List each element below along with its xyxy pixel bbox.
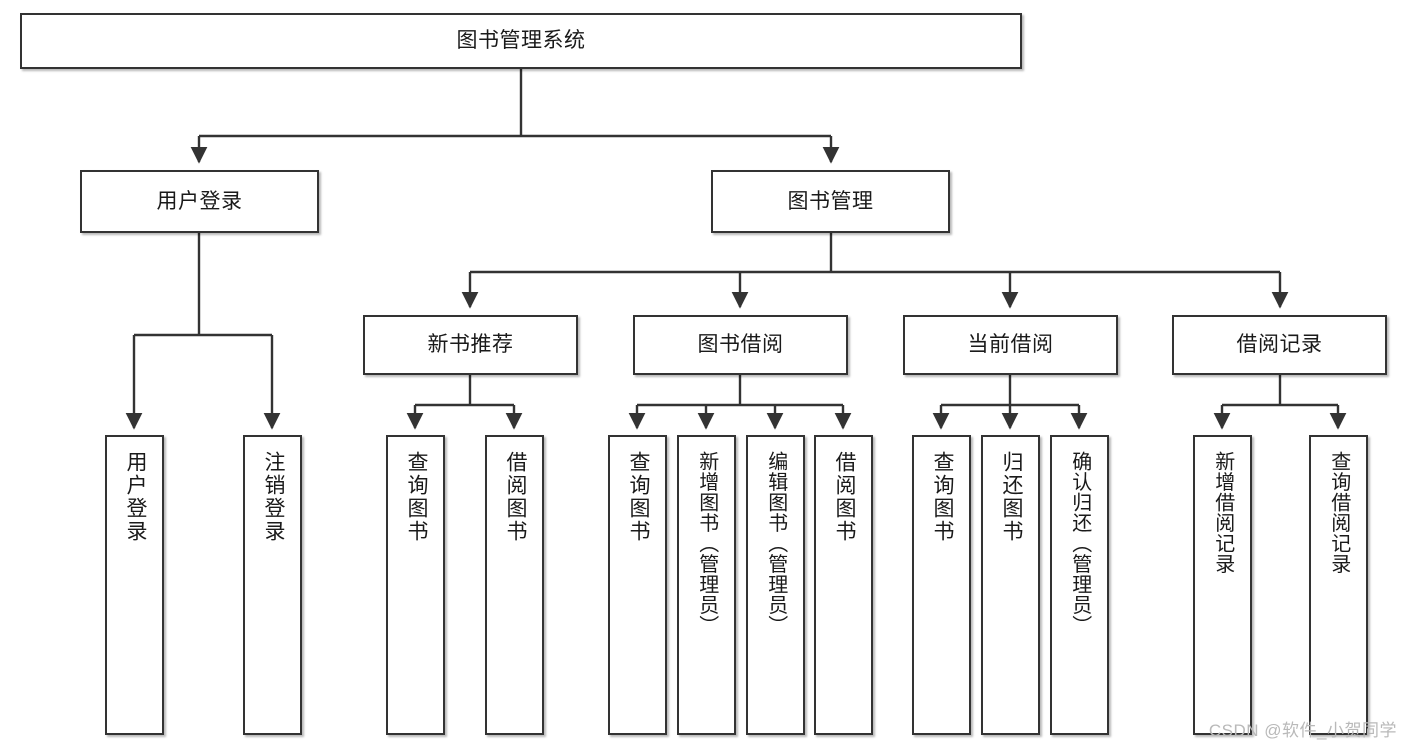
leaf-current-borrow-confirm-return[interactable]: 确认归还（管理员） [1050,435,1109,735]
csdn-watermark: CSDN @软件_小贺同学 [1208,721,1397,740]
node-label: 借阅记录 [1236,333,1323,357]
node-label: 图书管理系统 [456,29,586,53]
leaf-borrow-record-add[interactable]: 新增借阅记录 [1193,435,1252,735]
node-label: 查询图书 [626,451,650,543]
node-borrow-record[interactable]: 借阅记录 [1172,315,1387,375]
node-user-login[interactable]: 用户登录 [80,170,319,233]
node-label: 借阅图书 [832,451,856,543]
node-label: 图书管理 [787,189,874,213]
node-label: 新增图书（管理员） [695,451,718,636]
leaf-book-borrow-edit[interactable]: 编辑图书（管理员） [746,435,805,735]
node-current-borrow[interactable]: 当前借阅 [903,315,1118,375]
node-label: 用户登录 [123,451,147,543]
node-label: 新增借阅记录 [1211,451,1234,574]
node-book-borrow[interactable]: 图书借阅 [633,315,848,375]
leaf-book-borrow-query[interactable]: 查询图书 [608,435,667,735]
node-label: 查询借阅记录 [1327,451,1350,574]
leaf-user-login-login[interactable]: 用户登录 [105,435,164,735]
leaf-current-borrow-return[interactable]: 归还图书 [981,435,1040,735]
node-label: 注销登录 [261,451,285,543]
node-label: 编辑图书（管理员） [764,451,787,636]
leaf-new-book-query[interactable]: 查询图书 [386,435,445,735]
leaf-borrow-record-query[interactable]: 查询借阅记录 [1309,435,1368,735]
node-label: 确认归还（管理员） [1068,451,1091,636]
node-label: 查询图书 [930,451,954,543]
node-label: 查询图书 [404,451,428,543]
leaf-new-book-borrow[interactable]: 借阅图书 [485,435,544,735]
leaf-book-borrow-borrow[interactable]: 借阅图书 [814,435,873,735]
node-label: 归还图书 [999,451,1023,543]
leaf-current-borrow-query[interactable]: 查询图书 [912,435,971,735]
node-new-book-recommend[interactable]: 新书推荐 [363,315,578,375]
leaf-book-borrow-add[interactable]: 新增图书（管理员） [677,435,736,735]
leaf-user-login-logout[interactable]: 注销登录 [243,435,302,735]
node-book-management[interactable]: 图书管理 [711,170,950,233]
node-label: 图书借阅 [697,333,784,357]
node-label: 新书推荐 [427,333,514,357]
node-root-system[interactable]: 图书管理系统 [20,13,1022,69]
node-label: 用户登录 [156,189,243,213]
node-label: 借阅图书 [503,451,527,543]
node-label: 当前借阅 [967,333,1054,357]
